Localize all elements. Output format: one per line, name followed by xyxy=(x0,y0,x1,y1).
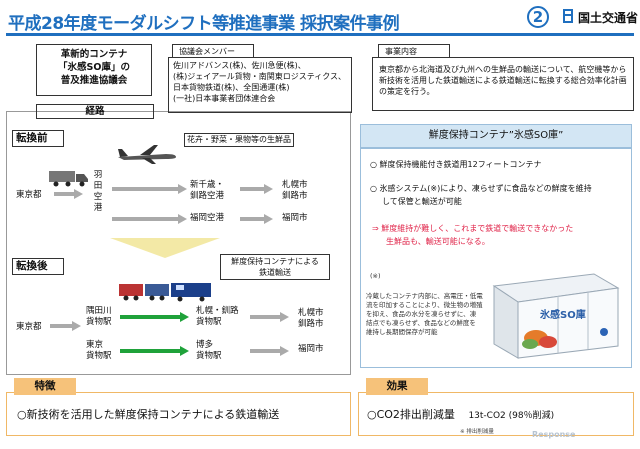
truck-icon xyxy=(49,171,88,187)
fresh-footnote: 冷蔵したコンテナ内部に、高電圧・低電 流を印加することにより、微生物の増殖 を抑… xyxy=(366,292,486,337)
airport-char: 港 xyxy=(93,203,103,213)
council-name-box: 革新的コンテナ 「氷感SO庫」の 普及推進協議会 xyxy=(36,44,152,96)
arrow-right-icon xyxy=(54,189,83,199)
dest-line: 新千歳・ xyxy=(190,180,225,190)
station-line: 貨物駅 xyxy=(86,351,112,361)
dest-airport-fukuoka: 福岡空港 xyxy=(190,213,225,223)
after-label: 転換後 xyxy=(12,258,64,275)
green-arrow-right-icon xyxy=(120,312,189,322)
fridge-brand-label: 氷感SO庫 xyxy=(540,310,586,321)
transition-arrow-icon xyxy=(110,238,220,258)
header-divider xyxy=(6,33,634,36)
effect-box: ○CO2排出削減量 13t-CO2 (98％削減) xyxy=(358,392,634,436)
page-title: 平成28年度モーダルシフト等推進事業 採択案件事例 xyxy=(8,14,400,34)
arrow-right-icon xyxy=(112,214,187,224)
container-photo-icon xyxy=(492,273,620,359)
dest-station-line: 貨物駅 xyxy=(196,351,222,361)
arrow-right-icon xyxy=(240,214,273,224)
fresh-red-note-2: 生鮮品も、輸送可能になる。 xyxy=(386,237,490,246)
green-arrow-right-icon xyxy=(120,346,189,356)
city-fukuoka-after: 福岡市 xyxy=(298,344,324,354)
footnote-line: 冷蔵したコンテナ内部に、高電圧・低電 xyxy=(366,292,483,300)
station-line: 東京 xyxy=(86,340,104,350)
route-label: 経路 xyxy=(36,104,154,119)
effect-label: ○CO2排出削減量 xyxy=(367,408,455,421)
city-line: 札幌市 xyxy=(298,308,324,318)
member-line: 佐川アドバンス(株)、佐川急便(株)、 xyxy=(173,61,306,70)
feature-tab: 特徴 xyxy=(14,378,76,395)
route-frame xyxy=(6,111,351,375)
container-rail-label: 鮮度保持コンテナによる 鉄道輸送 xyxy=(220,254,330,280)
dest-station-line: 札幌・釧路 xyxy=(196,306,239,316)
city-line: 札幌市 xyxy=(282,180,308,190)
fresh-bullet-2: ○ 氷感システム(※)により、凍らせずに食品などの鮮度を維持 xyxy=(370,184,592,193)
fresh-bullet-1: ○ 鮮度保持機能付き鉄道用12フィートコンテナ xyxy=(370,160,542,169)
note-mark: (※) xyxy=(370,272,381,280)
city-line: 釧路市 xyxy=(282,191,308,201)
member-line: 日本貨物鉄道(株)、全国通運(株) xyxy=(173,83,290,92)
station-line: 貨物駅 xyxy=(86,317,112,327)
project-description: 東京都から北海道及び九州への生鮮品の輸送について、航空機等から新技術を活用した鉄… xyxy=(372,57,634,111)
fresh-container-panel xyxy=(360,148,632,368)
origin-tokyo-before: 東京都 xyxy=(16,190,42,200)
effect-value: 13t-CO2 (98％削減) xyxy=(468,411,555,421)
origin-tokyo-after: 東京都 xyxy=(16,322,42,332)
effect-tab: 効果 xyxy=(366,378,428,395)
ministry-name: 国土交通省 xyxy=(578,11,639,25)
members-box: 佐川アドバンス(株)、佐川急便(株)、 (株)ジェイアール貨物・南関東ロジスティ… xyxy=(168,57,352,113)
dest-station-hakata: 博多 貨物駅 xyxy=(196,340,222,362)
dest-station-line: 博多 xyxy=(196,340,214,350)
city-north-before: 札幌市 釧路市 xyxy=(282,180,308,202)
station-tokyo: 東京 貨物駅 xyxy=(86,340,112,362)
fresh-bullet-2-cont: して保管と輸送が可能 xyxy=(382,197,462,206)
arrow-right-icon xyxy=(240,184,273,194)
council-line-1: 革新的コンテナ xyxy=(60,49,128,60)
project-tab: 事業内容 xyxy=(378,44,450,58)
fresh-container-header: 鮮度保持コンテナ”氷感SO庫” xyxy=(360,124,632,148)
airplane-icon xyxy=(118,145,176,164)
member-line: (株)ジェイアール貨物・南関東ロジスティクス、 xyxy=(173,72,347,81)
member-line: (一社)日本事業者団体連合会 xyxy=(173,94,276,103)
footnote-line: 流を印加することにより、微生物の増殖 xyxy=(366,301,483,309)
airport-char: 田 xyxy=(93,181,103,191)
airport-char: 羽 xyxy=(93,170,103,180)
council-line-2: 「氷感SO庫」の xyxy=(58,62,130,73)
freight-train-icon xyxy=(119,283,211,302)
effect-footnote: ※ 排出削減量 xyxy=(460,429,494,435)
arrow-right-icon xyxy=(50,321,81,331)
airport-char: 空 xyxy=(93,192,103,202)
before-label: 転換前 xyxy=(12,130,64,147)
city-line: 釧路市 xyxy=(298,319,324,329)
feature-box: ○新技術を活用した鮮度保持コンテナによる鉄道輸送 xyxy=(6,392,351,436)
case-number-badge: 2 xyxy=(527,6,549,28)
arrow-right-icon xyxy=(112,184,187,194)
footnote-line: 維持し長期間保存が可能 xyxy=(366,328,438,336)
container-label-line: 鮮度保持コンテナによる xyxy=(231,257,319,266)
arrow-right-icon xyxy=(250,346,289,356)
haneda-airport: 羽 田 空 港 xyxy=(92,170,104,214)
council-line-3: 普及推進協議会 xyxy=(60,75,128,86)
station-sumidagawa: 隅田川 貨物駅 xyxy=(86,306,112,328)
arrow-right-icon xyxy=(250,312,289,322)
container-label-line: 鉄道輸送 xyxy=(259,268,291,277)
produce-label: 花卉・野菜・果物等の生鮮品 xyxy=(184,133,294,147)
members-tab: 協議会メンバー xyxy=(172,44,254,58)
dest-station-north: 札幌・釧路 貨物駅 xyxy=(196,306,239,328)
station-line: 隅田川 xyxy=(86,306,112,316)
city-north-after: 札幌市 釧路市 xyxy=(298,308,324,330)
city-fukuoka-before: 福岡市 xyxy=(282,213,308,223)
dest-airport-north: 新千歳・ 釧路空港 xyxy=(190,180,224,202)
dest-station-line: 貨物駅 xyxy=(196,317,222,327)
footnote-line: を抑え、食品の水分を凍らせずに、凍 xyxy=(366,310,477,318)
footnote-line: 結点でも凍らせず、食品などの鮮度を xyxy=(366,319,476,327)
dest-line: 釧路空港 xyxy=(190,191,225,201)
fresh-red-note-1: ⇒ 鮮度維持が難しく、これまで鉄道で輸送できなかった xyxy=(372,224,574,233)
watermark-text: Response xyxy=(532,430,576,439)
ministry-logo-icon xyxy=(563,9,573,23)
